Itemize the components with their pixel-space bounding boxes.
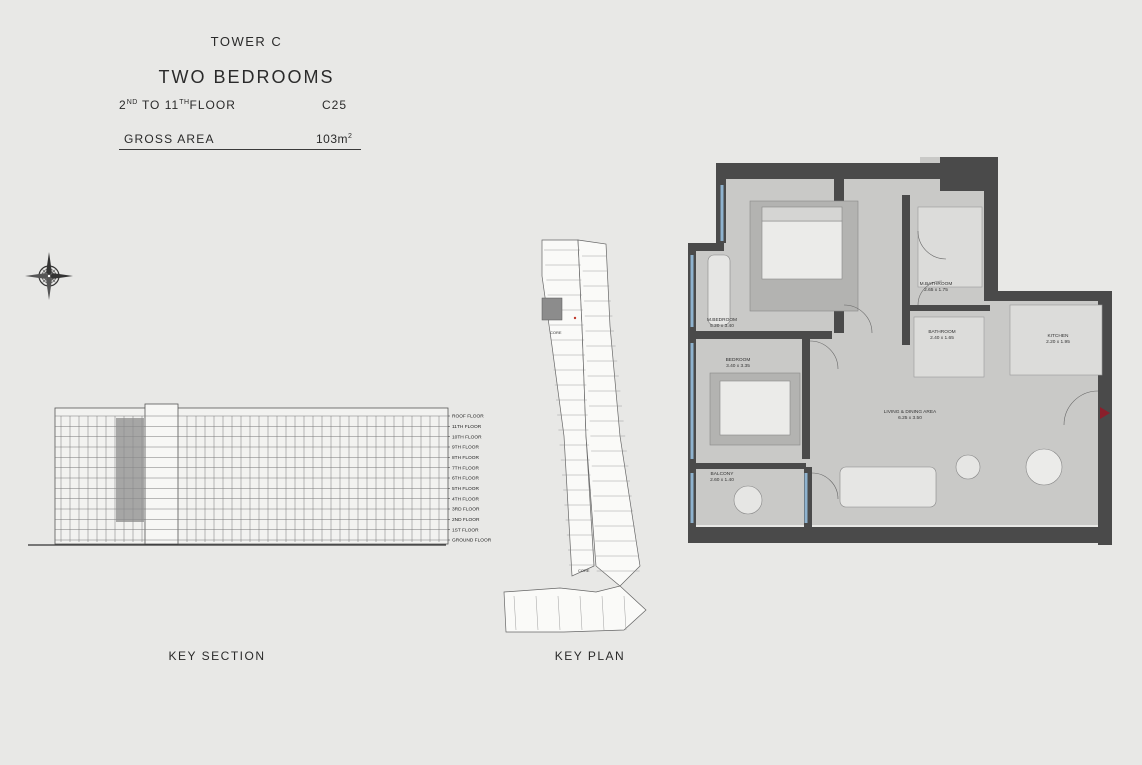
gross-area-number: 103m (316, 132, 349, 146)
room-name-mbathroom: M.BATHROOM (920, 281, 953, 287)
floor-label: 8TH FLOOR (452, 455, 479, 461)
second-bed (719, 380, 791, 436)
room-name-bedroom: BEDROOM (726, 357, 751, 363)
gross-area-unit: 2 (348, 133, 353, 140)
key-plan-diagram: CORE CORE (503, 239, 647, 633)
key-plan-core-label-1: CORE (550, 330, 562, 335)
floor-label: ROOF FLOOR (452, 414, 484, 420)
floor-label: GROUND FLOOR (452, 538, 492, 544)
tower-title: TOWER C (210, 34, 283, 49)
window-glazing (690, 185, 808, 523)
master-bed (761, 220, 843, 280)
floor-label: 11TH FLOOR (452, 424, 482, 430)
floor-to-suffix: TH (179, 99, 190, 106)
room-dims-bedroom: 3.40 x 3.35 (726, 363, 750, 369)
floor-label: 7TH FLOOR (452, 465, 479, 471)
gross-area-value: 103m2 (316, 132, 352, 146)
unit-type-title: TWO BEDROOMS (158, 67, 335, 87)
room-dims-balcony: 2.60 x 1.40 (710, 477, 734, 483)
floor-label: 3RD FLOOR (452, 507, 480, 513)
room-labels: M.BEDROOM 5.20 x 3.40 M.BATHROOM 2.65 x … (707, 281, 1070, 483)
key-section-elevation: ROOF FLOOR 11TH FLOOR 10TH FLOOR 9TH FLOOR 8… (28, 403, 492, 546)
floor-label: 1ST FLOOR (452, 527, 479, 533)
entrance-marker-icon (1100, 407, 1110, 419)
floor-label: 10TH FLOOR (452, 434, 482, 440)
floor-label: 4TH FLOOR (452, 496, 479, 502)
room-dims-bathroom: 2.40 x 1.65 (930, 335, 954, 341)
compass-rose-icon (25, 252, 73, 300)
room-name-bathroom: BATHROOM (928, 329, 955, 335)
room-dims-mbedroom: 5.20 x 3.40 (710, 323, 734, 329)
key-section-caption: KEY SECTION (168, 649, 266, 663)
room-dims-mbathroom: 2.65 x 1.75 (924, 287, 948, 293)
room-dims-kitchen: 2.20 x 1.95 (1046, 339, 1070, 345)
unit-code: C25 (322, 98, 348, 112)
floor-from-number: 2 (119, 98, 127, 112)
floor-word: FLOOR (189, 98, 236, 112)
key-plan-unit-highlight (541, 297, 563, 321)
room-name-mbedroom: M.BEDROOM (707, 317, 737, 323)
sofa (839, 466, 937, 508)
floor-label: 5TH FLOOR (452, 486, 479, 492)
dining-table (1025, 448, 1063, 486)
floor-label: 9TH FLOOR (452, 445, 479, 451)
gross-area-label: GROSS AREA (124, 132, 215, 146)
room-name-living: LIVING & DINING AREA (884, 409, 937, 415)
floor-label: 2ND FLOOR (452, 517, 480, 523)
room-dims-living: 6.25 x 3.50 (898, 415, 922, 421)
unit-floor-plan: M.BEDROOM 5.20 x 3.40 M.BATHROOM 2.65 x … (688, 157, 1112, 545)
floor-label: 6TH FLOOR (452, 476, 479, 482)
key-plan-caption: KEY PLAN (554, 649, 626, 663)
floor-to-text: TO 11 (141, 98, 180, 112)
room-name-kitchen: KITCHEN (1047, 333, 1069, 339)
floor-range: 2ND TO 11THFLOOR (119, 98, 236, 112)
room-name-balcony: BALCONY (711, 471, 735, 477)
key-plan-core-label-2: CORE (578, 568, 590, 573)
floor-from-suffix: ND (126, 99, 138, 106)
gross-area-rule (119, 149, 361, 150)
